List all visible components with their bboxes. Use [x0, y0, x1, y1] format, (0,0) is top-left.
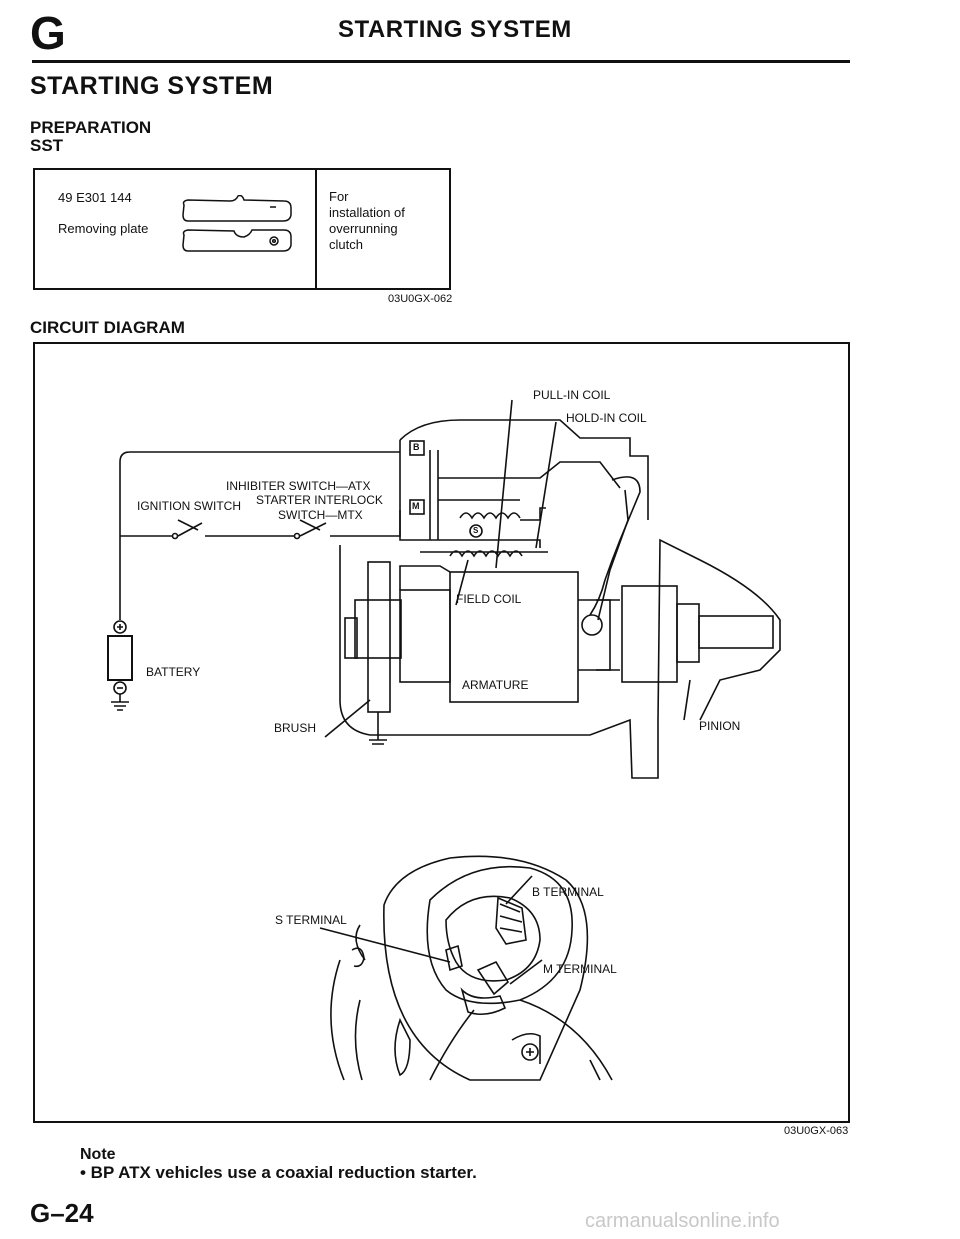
diagram-figure-code: 03U0GX-063 — [784, 1125, 849, 1137]
preparation-heading: PREPARATION — [30, 118, 152, 137]
label-brush: BRUSH — [274, 721, 317, 735]
sst-figure-code: 03U0GX-062 — [388, 293, 453, 305]
sst-table-divider — [315, 168, 317, 290]
diagram-frame — [33, 342, 850, 1123]
sst-table — [33, 168, 451, 290]
note-heading: Note — [80, 1146, 116, 1163]
label-inhibiter-switch: INHIBITER SWITCH—ATX — [226, 479, 371, 493]
label-armature: ARMATURE — [462, 678, 529, 692]
label-pinion: PINION — [699, 719, 741, 733]
b-box-label: B — [413, 442, 420, 452]
sst-part-name: Removing plate — [58, 221, 149, 236]
label-starter-interlock: STARTER INTERLOCK — [256, 493, 383, 507]
watermark: carmanualsonline.info — [585, 1210, 780, 1232]
sst-heading: SST — [30, 136, 64, 155]
label-s-terminal: S TERMINAL — [275, 913, 347, 927]
sst-part-number: 49 E301 144 — [58, 190, 132, 205]
label-ignition-switch: IGNITION SWITCH — [137, 499, 241, 513]
circuit-diagram-heading: CIRCUIT DIAGRAM — [30, 318, 185, 337]
label-hold-in-coil: HOLD-IN COIL — [566, 411, 647, 425]
label-m-terminal: M TERMINAL — [543, 962, 617, 976]
section-letter: G — [30, 7, 66, 59]
note-bullet: • BP ATX vehicles use a coaxial reductio… — [80, 1163, 477, 1182]
section-title: STARTING SYSTEM — [30, 72, 274, 100]
label-switch-mtx: SWITCH—MTX — [278, 508, 363, 522]
sst-purpose-line: overrunning — [329, 221, 398, 236]
label-battery: BATTERY — [146, 665, 201, 679]
m-box-label: M — [412, 501, 420, 511]
s-circle-label: S — [473, 526, 479, 535]
removing-plate-illustration — [182, 195, 292, 252]
label-b-terminal: B TERMINAL — [532, 885, 604, 899]
label-field-coil: FIELD COIL — [456, 592, 522, 606]
sst-purpose-line: installation of — [329, 205, 405, 220]
sst-purpose-line: For — [329, 189, 349, 204]
running-header-title: STARTING SYSTEM — [338, 16, 572, 43]
header-rule — [32, 60, 850, 63]
page-number: G–24 — [30, 1198, 94, 1228]
label-pull-in-coil: PULL-IN COIL — [533, 388, 611, 402]
sst-purpose-line: clutch — [329, 237, 363, 252]
